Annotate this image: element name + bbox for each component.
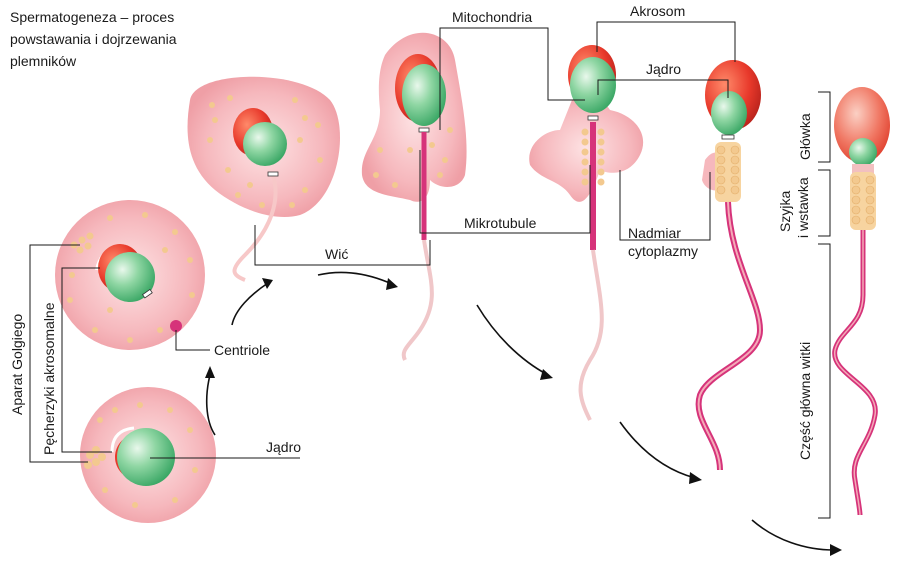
mature-sperm bbox=[832, 87, 890, 516]
label-glowka: Główka bbox=[797, 113, 813, 160]
label-czesc-glowna-witki: Część główna witki bbox=[797, 342, 813, 460]
spermatid-cell-2 bbox=[55, 200, 205, 350]
label-szyjka-2: i wstawka bbox=[795, 177, 811, 238]
label-wic: Wić bbox=[325, 246, 348, 262]
spermatid-cell-4 bbox=[361, 32, 467, 361]
spermatid-cell-6 bbox=[695, 60, 764, 471]
label-jadro-top: Jądro bbox=[646, 61, 681, 77]
label-mitochondria: Mitochondria bbox=[452, 9, 532, 25]
label-jadro-bottom: Jądro bbox=[266, 439, 301, 455]
label-nadmiar-2: cytoplazmy bbox=[628, 243, 698, 259]
spermatid-cell-1 bbox=[80, 387, 216, 523]
label-centriole: Centriole bbox=[214, 342, 270, 358]
leader-lines bbox=[29, 21, 831, 519]
title-line-1: Spermatogeneza – proces bbox=[10, 9, 174, 25]
label-mikrotubule: Mikrotubule bbox=[464, 215, 537, 231]
spermatid-cell-5 bbox=[529, 45, 644, 421]
label-pecherzyki-akrosomalne: Pęcherzyki akrosomalne bbox=[41, 302, 57, 455]
label-nadmiar-1: Nadmiar bbox=[628, 225, 681, 241]
label-aparat-golgiego: Aparat Golgiego bbox=[9, 314, 25, 415]
label-szyjka-1: Szyjka bbox=[777, 191, 793, 232]
spermatid-cell-3 bbox=[187, 76, 340, 282]
process-arrows bbox=[205, 271, 842, 556]
title-line-3: plemników bbox=[10, 53, 77, 69]
title-line-2: powstawania i dojrzewania bbox=[10, 31, 177, 47]
label-akrosom: Akrosom bbox=[630, 3, 685, 19]
